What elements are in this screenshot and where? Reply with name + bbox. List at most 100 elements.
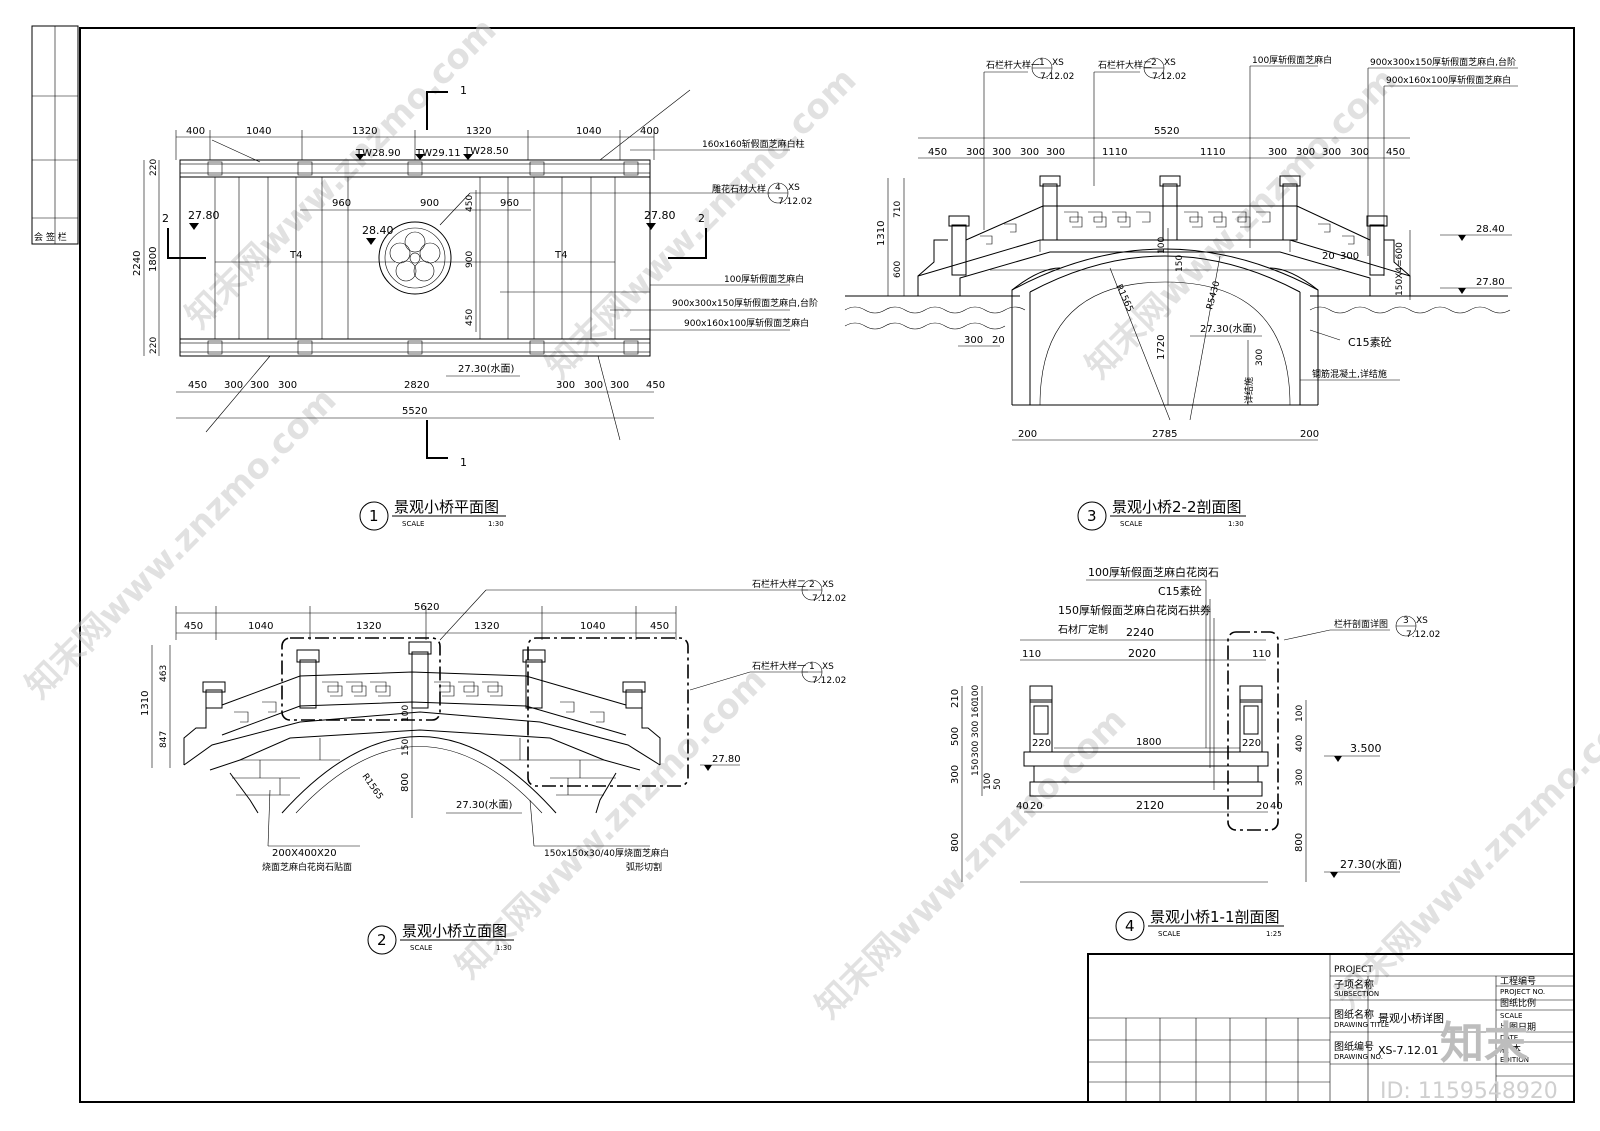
note: 900x160x100厚斩假面芝麻白 <box>1386 74 1511 86</box>
svg-text:4: 4 <box>775 183 781 193</box>
dim-text: 847 <box>159 731 169 748</box>
elev-left: 27.80 <box>188 209 220 222</box>
dim-text: 210 <box>950 689 961 708</box>
elev-right: 27.80 <box>644 209 676 222</box>
view-number: 3 <box>1087 507 1097 525</box>
dim-text: 220 <box>1032 738 1051 749</box>
ref-label: 石栏杆大样二 <box>1098 59 1152 71</box>
dim-text: 50 <box>993 778 1003 790</box>
dim-text: 300 <box>950 765 961 784</box>
watermark-layer: 知末网www.znzmo.com 知末网www.znzmo.com 知末网www… <box>18 10 1600 1026</box>
tw-elevation: TW29.11 <box>415 148 461 159</box>
elev-label: 3.500 <box>1350 742 1382 755</box>
slope-label: T4 <box>289 250 302 261</box>
dim-text: 500 <box>950 727 961 746</box>
dim-text: 40 <box>1270 801 1283 812</box>
tb-edition-en: EDITION <box>1500 1056 1529 1064</box>
scale-label: SCALE <box>1120 520 1142 528</box>
dim-text: 450 <box>465 195 475 212</box>
note: 150x150x30/40厚烧面芝麻白 <box>544 847 669 859</box>
tb-date-cn: 出图日期 <box>1500 1021 1536 1033</box>
tb-edition-cn: 版 本 <box>1500 1043 1521 1055</box>
callout-box <box>1227 631 1279 831</box>
svg-text:XS: XS <box>822 580 834 590</box>
ref-label: 石栏杆大样一 <box>986 59 1040 71</box>
scale-value: 1:30 <box>496 944 512 952</box>
view-number: 1 <box>369 507 379 525</box>
note: 900x160x100厚斩假面芝麻白 <box>684 317 809 329</box>
dim-text: 150 <box>401 739 411 756</box>
svg-text:7.12.02: 7.12.02 <box>812 594 846 604</box>
dim-text: 110 <box>1252 649 1271 660</box>
svg-text:2: 2 <box>1151 58 1157 68</box>
dim-text: 300 <box>966 147 985 158</box>
note: 900x300x150厚斩假面芝麻白,台阶 <box>1370 56 1516 68</box>
dim-text: 1040 <box>248 621 273 632</box>
dim-text: 1040 <box>246 126 271 137</box>
elev-label: 28.40 <box>1476 224 1505 235</box>
note: 150厚斩假面芝麻白花岗石拱券 <box>1058 603 1211 617</box>
dim-text: 300 <box>1268 147 1287 158</box>
dim-text: 100 <box>983 773 993 790</box>
dim-text: 450 <box>1386 147 1405 158</box>
water-level: 27.30(水面) <box>458 363 515 375</box>
radius-label: R1565 <box>1113 283 1134 314</box>
railing-top <box>179 159 651 178</box>
dim-text: 300 <box>1340 251 1359 262</box>
dim-text: 800 <box>1294 833 1305 852</box>
title-block: PROJECT 子项名称 SUBSECTION 图纸名称 DRAWING TIT… <box>1087 953 1575 1103</box>
dim-text: 300 <box>992 147 1011 158</box>
dim-text: 1800 <box>148 247 159 272</box>
carved-rosette <box>378 221 452 295</box>
dim-text: 960 <box>500 198 519 209</box>
note: 900x300x150厚斩假面芝麻白,台阶 <box>672 297 818 309</box>
watermark-logo: 知末 <box>1440 1018 1528 1069</box>
view-title: 景观小桥2-2剖面图 <box>1112 498 1242 516</box>
dim-text: 450 <box>184 621 203 632</box>
dim-text: 450 <box>650 621 669 632</box>
dim-text: 300 <box>250 380 269 391</box>
dim-text: 960 <box>332 198 351 209</box>
dim-text: 1800 <box>1136 737 1161 748</box>
dim-text: 1320 <box>474 621 499 632</box>
note: 200X400X20 <box>272 848 337 859</box>
dim-text: 450 <box>646 380 665 391</box>
svg-text:XS: XS <box>1164 58 1176 68</box>
elevation-view: 5620 450 1040 1320 1320 1040 450 <box>140 578 846 955</box>
detail-ref: 2 XS 7.12.02 <box>801 579 846 604</box>
dim-text: 20 <box>1322 251 1335 262</box>
tb-drawing-no-en: DRAWING NO. <box>1334 1053 1383 1061</box>
water-level: 27.30(水面) <box>456 799 513 811</box>
detail-ref: 3 XS 7.12.02 <box>1395 615 1440 640</box>
section-mark: 1 <box>460 456 467 469</box>
step-dim: 150X4=600 <box>1395 242 1405 296</box>
dim-text: 1310 <box>140 691 151 716</box>
dim-text: 2820 <box>404 380 429 391</box>
dim-text: 2240 <box>132 251 143 276</box>
detail-ref: 2 XS 7.12.02 <box>1143 57 1186 82</box>
svg-text:7.12.02: 7.12.02 <box>1152 72 1186 82</box>
tw-elevation: TW28.50 <box>463 146 509 157</box>
scale-label: SCALE <box>402 520 424 528</box>
tb-subsection-cn: 子项名称 <box>1334 978 1374 991</box>
dim-text: 150 <box>971 759 981 776</box>
dim-text: 1320 <box>352 126 377 137</box>
note: 石材厂定制 <box>1058 623 1108 636</box>
ref-label: 栏杆剖面详图 <box>1334 618 1388 630</box>
svg-text:XS: XS <box>788 183 800 193</box>
note: 100厚斩假面芝麻白 <box>724 273 804 285</box>
note: 100厚斩假面芝麻白 <box>1252 54 1332 66</box>
dim-text: 5520 <box>1154 126 1179 137</box>
dim-text: 100 <box>401 705 411 722</box>
dim-text: 110 <box>1022 649 1041 660</box>
note: 100厚斩假面芝麻白花岗石 <box>1088 565 1219 579</box>
dim-text: 300 <box>971 721 981 738</box>
radius-label: R1565 <box>360 772 385 802</box>
dim-text: 40 <box>1016 801 1029 812</box>
tb-project-no-en: PROJECT NO. <box>1500 988 1545 996</box>
dim-text: 100 <box>1157 237 1167 254</box>
note: 钢筋混凝土,详结施 <box>1312 368 1387 380</box>
scale-value: 1:25 <box>1266 930 1282 938</box>
section-mark: 2 <box>162 212 169 225</box>
countersign-label: 会 签 栏 <box>34 231 67 243</box>
